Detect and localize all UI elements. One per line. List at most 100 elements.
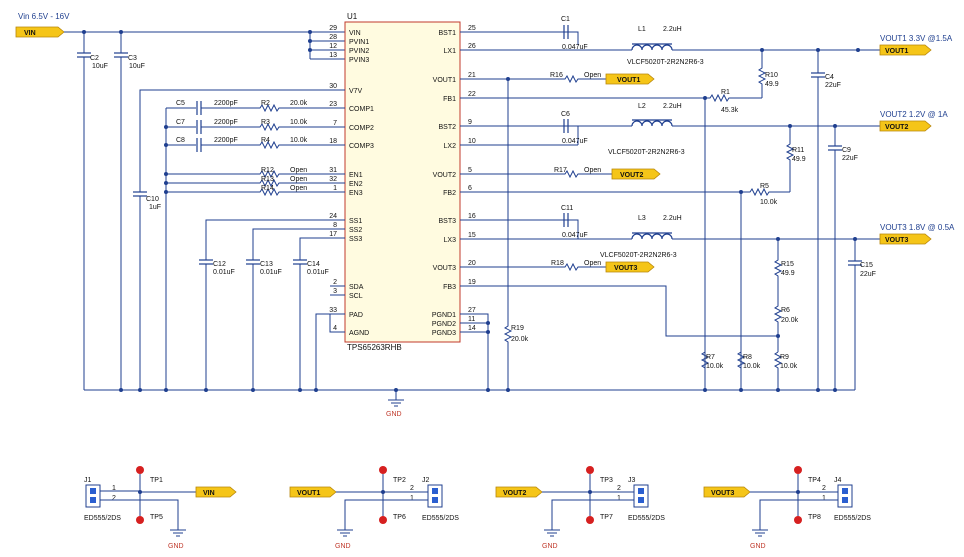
svg-text:C13: C13 bbox=[260, 261, 273, 268]
svg-text:R7: R7 bbox=[706, 354, 715, 361]
j1-connector-block: TP1 TP5 J1 1 2 VIN ED555/2DS GND bbox=[84, 466, 237, 550]
ic-pin-number: 9 bbox=[468, 119, 472, 126]
svg-text:VLCF5020T-2R2N2R6-3: VLCF5020T-2R2N2R6-3 bbox=[627, 59, 704, 66]
svg-text:L2: L2 bbox=[638, 103, 646, 110]
svg-text:R15: R15 bbox=[781, 261, 794, 268]
svg-text:TP5: TP5 bbox=[150, 514, 163, 521]
vout2-output-flag: VOUT2 bbox=[879, 120, 932, 132]
svg-text:VOUT3: VOUT3 bbox=[885, 237, 908, 244]
svg-text:1: 1 bbox=[112, 485, 116, 492]
svg-text:2.2uH: 2.2uH bbox=[663, 103, 682, 110]
ic-pin-number: 30 bbox=[329, 83, 337, 90]
ic-pin-number: 8 bbox=[333, 222, 337, 229]
svg-text:R1: R1 bbox=[721, 89, 730, 96]
svg-text:VIN: VIN bbox=[24, 30, 36, 37]
c11-capacitor: C11 0.047uF bbox=[561, 205, 588, 239]
svg-text:VOUT1: VOUT1 bbox=[297, 490, 320, 497]
c10-capacitor: C10 1uF bbox=[133, 89, 345, 390]
svg-text:GND: GND bbox=[542, 543, 558, 550]
svg-text:GND: GND bbox=[335, 543, 351, 550]
r17-resistor: R17 Open bbox=[460, 167, 612, 179]
svg-text:R9: R9 bbox=[780, 354, 789, 361]
ic-pin-name: BST2 bbox=[438, 124, 456, 131]
svg-text:10.0k: 10.0k bbox=[743, 363, 761, 370]
svg-text:VOUT2: VOUT2 bbox=[503, 490, 526, 497]
ic-pin-name: PVIN2 bbox=[349, 48, 369, 55]
svg-text:L1: L1 bbox=[638, 26, 646, 33]
svg-text:2.2uH: 2.2uH bbox=[663, 215, 682, 222]
svg-text:R4: R4 bbox=[261, 137, 270, 144]
svg-text:R19: R19 bbox=[511, 325, 524, 332]
ic-pin-name: PGND2 bbox=[432, 321, 456, 328]
l3-inductor: L3 2.2uH VLCF5020T-2R2N2R6-3 bbox=[600, 215, 682, 259]
svg-text:VLCF5020T-2R2N2R6-3: VLCF5020T-2R2N2R6-3 bbox=[600, 252, 677, 259]
ic-pin-name: VOUT1 bbox=[433, 77, 456, 84]
ic-pin-name: VIN bbox=[349, 30, 361, 37]
svg-text:TP3: TP3 bbox=[600, 477, 613, 484]
svg-text:10.0k: 10.0k bbox=[760, 199, 778, 206]
ic-pin-name: COMP1 bbox=[349, 106, 374, 113]
svg-text:J1: J1 bbox=[84, 477, 92, 484]
svg-text:2.2uH: 2.2uH bbox=[663, 26, 682, 33]
ic-pin-number: 22 bbox=[468, 91, 476, 98]
ic-pin-number: 29 bbox=[329, 25, 337, 32]
ic-pin-number: 21 bbox=[468, 72, 476, 79]
svg-text:0.047uF: 0.047uF bbox=[562, 138, 588, 145]
svg-text:49.9: 49.9 bbox=[765, 81, 779, 88]
ic-pin-number: 33 bbox=[329, 307, 337, 314]
svg-text:0.01uF: 0.01uF bbox=[307, 269, 329, 276]
ic-pin-number: 7 bbox=[333, 120, 337, 127]
ic-pin-number: 18 bbox=[329, 138, 337, 145]
vout1-output-flag: VOUT1 bbox=[879, 44, 932, 56]
svg-text:C2: C2 bbox=[90, 55, 99, 62]
svg-text:TP7: TP7 bbox=[600, 514, 613, 521]
r6-resistor: R6 20.0k bbox=[773, 300, 799, 336]
c6-capacitor: C6 0.047uF bbox=[561, 111, 588, 145]
vout1-spec-label: VOUT1 3.3V @1.5A bbox=[880, 34, 953, 43]
svg-text:C8: C8 bbox=[176, 137, 185, 144]
svg-text:VOUT3: VOUT3 bbox=[711, 490, 734, 497]
r18-resistor: R18 Open bbox=[460, 260, 606, 272]
svg-text:TP8: TP8 bbox=[808, 514, 821, 521]
ic-pin-number: 14 bbox=[468, 325, 476, 332]
j2-connector-block: VOUT1 TP2 TP6 J2 2 1 ED555/2DS GND bbox=[289, 466, 459, 550]
svg-text:C9: C9 bbox=[842, 147, 851, 154]
ic-pin-number: 3 bbox=[333, 288, 337, 295]
svg-text:R3: R3 bbox=[261, 119, 270, 126]
svg-text:R13: R13 bbox=[261, 176, 274, 183]
svg-text:0.047uF: 0.047uF bbox=[562, 232, 588, 239]
svg-text:20.0k: 20.0k bbox=[290, 100, 308, 107]
ic-pin-name: LX2 bbox=[444, 143, 457, 150]
ic-pin-name: COMP2 bbox=[349, 125, 374, 132]
svg-text:C14: C14 bbox=[307, 261, 320, 268]
ic-pin-number: 19 bbox=[468, 279, 476, 286]
r11-resistor: R11 49.9 bbox=[785, 126, 806, 192]
ic-pin-name: BST1 bbox=[438, 30, 456, 37]
svg-text:1uF: 1uF bbox=[149, 204, 161, 211]
svg-text:0.01uF: 0.01uF bbox=[260, 269, 282, 276]
r19-resistor: R19 20.0k bbox=[503, 79, 529, 390]
ic-pin-number: 4 bbox=[333, 325, 337, 332]
ic-right-pins: 25BST126LX121VOUT122FB19BST210LX25VOUT26… bbox=[432, 25, 476, 337]
svg-text:GND: GND bbox=[750, 543, 766, 550]
en3-resistor-r14: R14 Open bbox=[166, 185, 345, 197]
comp2-network: C7 2200pF R3 10.0k bbox=[166, 119, 345, 134]
svg-text:VLCF5020T-2R2N2R6-3: VLCF5020T-2R2N2R6-3 bbox=[608, 149, 685, 156]
r7-resistor: R7 10.0k bbox=[700, 351, 724, 370]
j4-connector-block: VOUT3 TP4 TP8 J4 2 1 ED555/2DS GND bbox=[703, 466, 871, 550]
vout1-sense-flag: VOUT1 bbox=[605, 73, 655, 85]
svg-text:TP1: TP1 bbox=[150, 477, 163, 484]
svg-text:10.0k: 10.0k bbox=[290, 119, 308, 126]
ic-pin-name: LX3 bbox=[444, 237, 457, 244]
svg-text:R2: R2 bbox=[261, 100, 270, 107]
svg-text:0.01uF: 0.01uF bbox=[213, 269, 235, 276]
svg-text:ED555/2DS: ED555/2DS bbox=[628, 515, 665, 522]
ic-pin-name: SS3 bbox=[349, 236, 362, 243]
r8-resistor: R8 10.0k bbox=[736, 351, 761, 370]
c1-capacitor: C1 0.047uF bbox=[561, 16, 588, 51]
ground-bus-dots bbox=[119, 388, 837, 392]
svg-text:Open: Open bbox=[584, 72, 601, 79]
ic-pin-number: 28 bbox=[329, 34, 337, 41]
svg-text:Open: Open bbox=[290, 185, 307, 192]
